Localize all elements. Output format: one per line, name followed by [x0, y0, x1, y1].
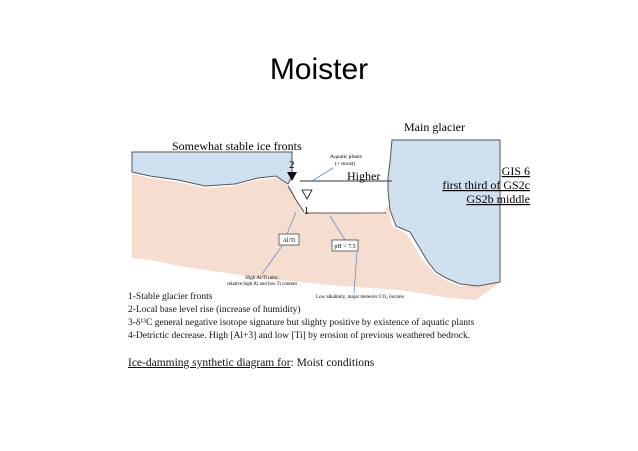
- ph-box: [331, 239, 359, 252]
- legend-item-4: 4-Detrictic decrease. High [Al+3] and lo…: [128, 331, 471, 341]
- ph-pointer: [329, 215, 346, 241]
- higher-label: Higher: [347, 169, 380, 183]
- marker-2-label: 2: [289, 159, 295, 171]
- gs2b-label: GS2b middle: [466, 192, 530, 206]
- water-level-marker-filled: [287, 172, 297, 181]
- high-al-ti-pointer: [261, 245, 283, 275]
- aquatic-moist-label: (+ moist): [335, 160, 356, 167]
- lake-slope: [287, 185, 305, 213]
- sediment-body: [132, 174, 500, 300]
- al-ti-label: Al/Ti: [283, 238, 296, 244]
- aquatic-plants-label: Aquatic plants: [330, 154, 362, 160]
- diagram-caption: Ice-damming synthetic diagram for: Moist…: [128, 357, 374, 369]
- high-al-ti-detail-label: relative high Al and low Ti content: [227, 282, 297, 287]
- legend-item-3: 3-δ¹³C general negative isotope signatur…: [128, 318, 475, 328]
- legend-item-2: 2-Local base level rise (increase of hum…: [128, 305, 301, 315]
- ice-fronts-label: Somewhat stable ice fronts: [172, 139, 302, 153]
- water-level-marker-open: [301, 189, 313, 200]
- al-ti-pointer: [286, 211, 297, 235]
- gis-label: GIS 6: [502, 164, 530, 178]
- alkalinity-pointer: [353, 251, 358, 294]
- marker-1-label: 1: [304, 206, 309, 217]
- high-al-ti-label: High Al/Ti ratio:: [245, 276, 278, 281]
- al-ti-box: [278, 233, 300, 246]
- main-glacier-label: Main glacier: [404, 120, 465, 134]
- main-glacier: [387, 139, 501, 287]
- ph-label: pH < 7.5: [334, 244, 355, 250]
- legend-item-1: 1-Stable glacier fronts: [128, 292, 213, 302]
- slide-title: Moister: [269, 53, 369, 86]
- aquatic-pointer: [311, 167, 334, 182]
- caption-prefix: Ice-damming synthetic diagram for: [128, 357, 291, 369]
- caption-suffix: : Moist conditions: [290, 357, 375, 369]
- gs2c-label: first third of GS2c: [442, 178, 530, 192]
- alkalinity-label: Low alkalinity, major meteoric CO₂ incom…: [316, 295, 405, 300]
